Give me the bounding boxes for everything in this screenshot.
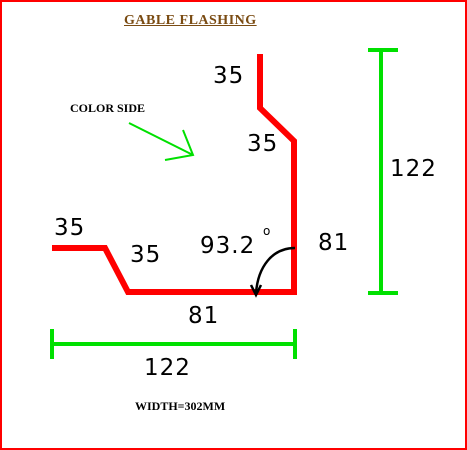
- diagram-title: GABLE FLASHING: [124, 13, 257, 28]
- dim-base: 81: [188, 303, 220, 329]
- color-side-label: COLOR SIDE: [70, 101, 146, 115]
- color-side-arrow: [128, 122, 195, 161]
- dim-overall-height: 122: [390, 156, 437, 182]
- dim-left-return: 35: [130, 242, 162, 268]
- dim-top-flange: 35: [213, 63, 245, 89]
- angle-arc: [254, 246, 296, 294]
- dim-upper-offset: 35: [247, 131, 279, 157]
- dim-overall-width: 122: [144, 355, 191, 381]
- dim-left-flange: 35: [54, 215, 86, 241]
- dim-angle-degree-mark: o: [263, 224, 271, 238]
- dim-angle: 93.2: [200, 233, 256, 259]
- width-note: WIDTH=302MM: [135, 399, 226, 413]
- dim-right-wall: 81: [318, 230, 350, 256]
- angle-arc-arrowhead: [249, 284, 263, 298]
- width-dimension-line: [50, 329, 297, 359]
- height-dimension-line: [368, 48, 398, 295]
- flashing-profile: [52, 54, 297, 295]
